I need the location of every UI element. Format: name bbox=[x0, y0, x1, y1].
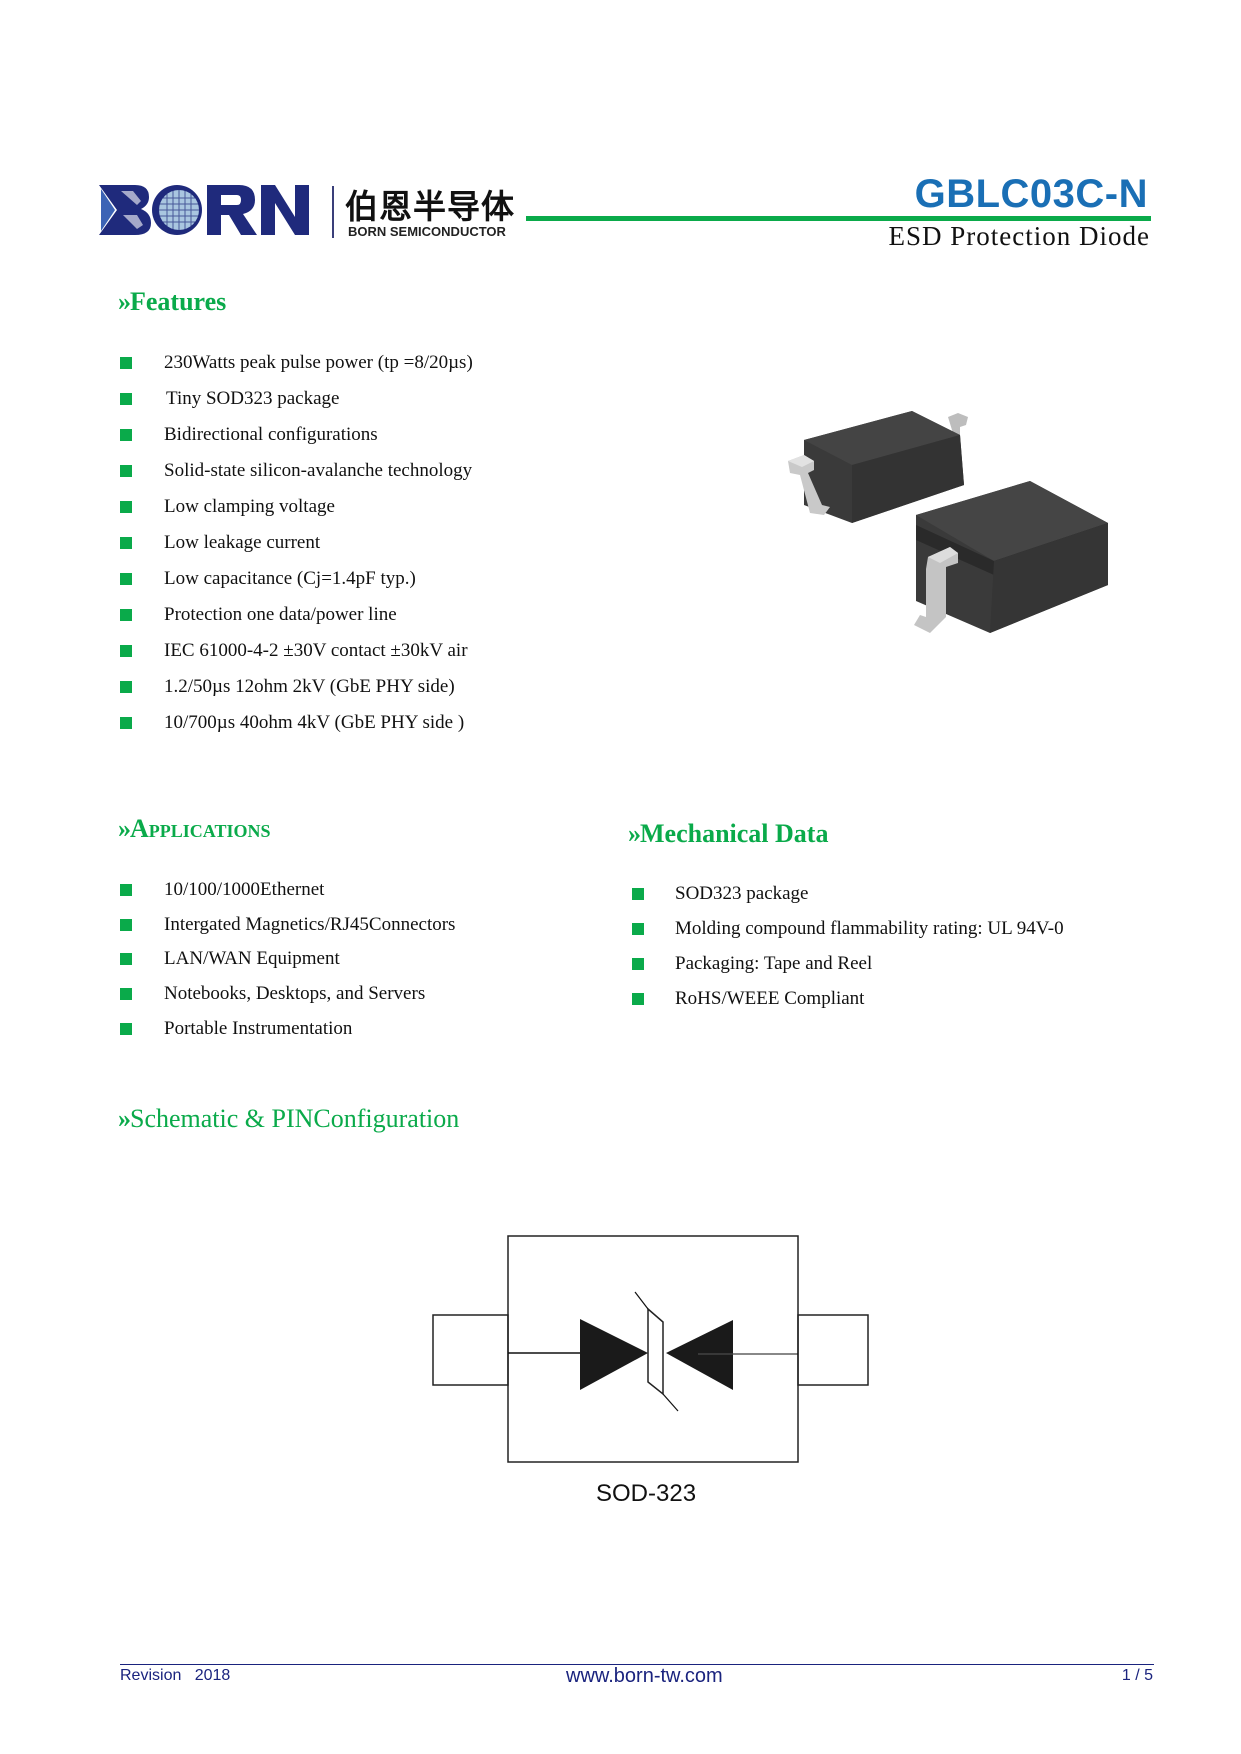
bullet-square-icon bbox=[120, 501, 132, 513]
chevron-double-right-icon: » bbox=[628, 819, 641, 848]
bullet-square-icon bbox=[120, 537, 132, 549]
born-logo bbox=[97, 183, 312, 237]
bullet-square-icon bbox=[120, 717, 132, 729]
chevron-double-right-icon: » bbox=[118, 814, 131, 843]
bullet-square-icon bbox=[120, 1023, 132, 1035]
bullet-square-icon bbox=[120, 884, 132, 896]
bullet-square-icon bbox=[120, 681, 132, 693]
bullet-square-icon bbox=[120, 953, 132, 965]
bullet-square-icon bbox=[120, 573, 132, 585]
bullet-square-icon bbox=[120, 465, 132, 477]
header-rule bbox=[526, 216, 1151, 221]
company-chinese-name: 伯恩半导体 bbox=[345, 187, 515, 226]
schematic-diagram bbox=[420, 1220, 880, 1520]
package-label: SOD-323 bbox=[596, 1480, 697, 1507]
bullet-square-icon bbox=[632, 923, 644, 935]
bullet-square-icon bbox=[120, 357, 132, 369]
mechanical-data-heading: »Mechanical Data bbox=[628, 819, 829, 848]
logo-divider bbox=[332, 186, 334, 238]
bullet-square-icon bbox=[120, 393, 132, 405]
footer-rule bbox=[120, 1664, 1154, 1665]
website-link[interactable]: www.born-tw.com bbox=[566, 1665, 723, 1687]
product-photo bbox=[780, 395, 1120, 650]
applications-heading: »Applications bbox=[118, 814, 271, 843]
part-number: GBLC03C-N bbox=[914, 172, 1148, 216]
bullet-square-icon bbox=[632, 993, 644, 1005]
revision-text: Revision 2018 bbox=[120, 1667, 231, 1684]
born-logo-icon bbox=[99, 185, 309, 235]
bullet-square-icon bbox=[120, 988, 132, 1000]
bidirectional-tvs-diode-icon bbox=[432, 1235, 869, 1463]
sod323-package-icon bbox=[788, 411, 1108, 633]
bullet-square-icon bbox=[632, 888, 644, 900]
company-english-name: BORN SEMICONDUCTOR bbox=[348, 224, 506, 239]
bullet-square-icon bbox=[120, 919, 132, 931]
chevron-double-right-icon: » bbox=[118, 287, 131, 316]
schematic-heading: »Schematic & PINConfiguration bbox=[118, 1104, 460, 1133]
page-number: 1 / 5 bbox=[1121, 1667, 1153, 1684]
bullet-square-icon bbox=[120, 609, 132, 621]
bullet-square-icon bbox=[120, 645, 132, 657]
features-heading: »Features bbox=[118, 287, 227, 316]
bullet-square-icon bbox=[120, 429, 132, 441]
part-description: ESD Protection Diode bbox=[888, 221, 1150, 251]
chevron-double-right-icon: » bbox=[118, 1104, 131, 1133]
bullet-square-icon bbox=[632, 958, 644, 970]
